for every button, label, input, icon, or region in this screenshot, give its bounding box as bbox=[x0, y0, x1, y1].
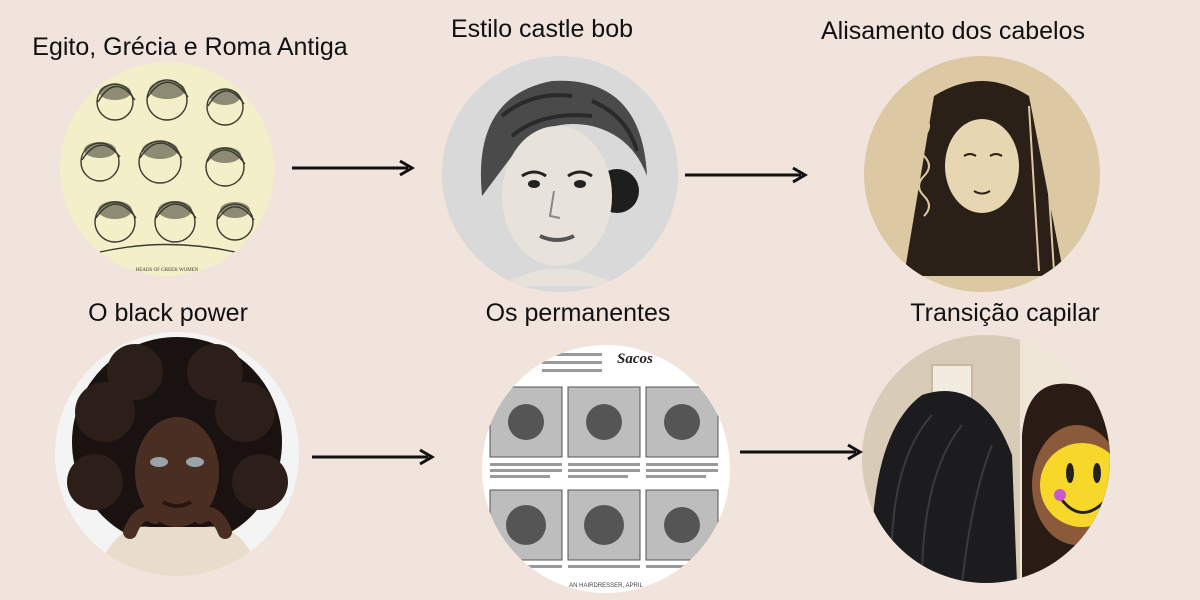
arrow-castle-bob-to-straightening bbox=[685, 166, 808, 184]
magazine-footer: AN HAIRDRESSER, APRIL bbox=[569, 583, 643, 589]
greek-caption: HEADS OF GREEK WOMEN bbox=[136, 268, 199, 273]
arrow-black-power-to-permanents bbox=[312, 448, 435, 466]
node-label-black-power: O black power bbox=[88, 299, 248, 327]
permanents-image: Sacos AN HAIRDRESSER, bbox=[482, 345, 730, 593]
node-label-ancient: Egito, Grécia e Roma Antiga bbox=[32, 33, 348, 61]
magazine-title: Sacos bbox=[617, 351, 653, 367]
node-label-hair-transition: Transição capilar bbox=[910, 299, 1100, 327]
ancient-hairstyles-image: HEADS OF GREEK WOMEN bbox=[60, 62, 274, 276]
black-power-image bbox=[55, 332, 299, 576]
node-label-permanents: Os permanentes bbox=[485, 299, 671, 327]
smiley-sticker bbox=[1040, 443, 1110, 527]
arrow-permanents-to-hair-transition bbox=[740, 443, 863, 461]
castle-bob-image bbox=[442, 56, 678, 292]
node-label-straightening: Alisamento dos cabelos bbox=[820, 17, 1086, 45]
straightening-image bbox=[864, 56, 1100, 292]
arrow-ancient-to-castle-bob bbox=[292, 159, 415, 177]
hair-transition-image bbox=[862, 335, 1110, 583]
node-label-castle-bob: Estilo castle bob bbox=[450, 15, 634, 43]
